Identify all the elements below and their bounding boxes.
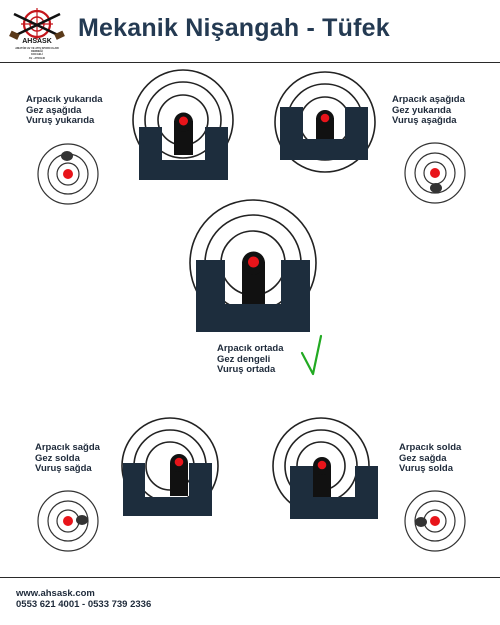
sight-top-right <box>274 71 376 173</box>
label-line: Vuruş sağda <box>35 463 92 474</box>
target-bottom-left <box>37 490 99 552</box>
label-line: Gez sağda <box>399 452 447 464</box>
label-line: Vuruş solda <box>399 463 454 474</box>
label-line: Arpacık sağda <box>35 442 100 453</box>
footer-website[interactable]: www.ahsask.com <box>16 588 95 599</box>
panel-top-left-labels: Arpacık yukarıda Gez aşağıda Vuruş yukar… <box>26 94 103 127</box>
sight-center <box>189 199 317 332</box>
label-line: Gez yukarıda <box>392 104 452 116</box>
label-line: Arpacık aşağıda <box>392 94 465 105</box>
page-title: Mekanik Nişangah - Tüfek <box>78 14 390 42</box>
label-line: Gez dengeli <box>217 353 271 365</box>
label-line: Gez aşağıda <box>26 104 82 116</box>
footer-phones: 0553 621 4001 - 0533 739 2336 <box>16 599 152 610</box>
panel-top-right-labels: Arpacık aşağıda Gez yukarıda Vuruş aşağı… <box>392 94 465 127</box>
panel-center-labels: Arpacık ortada Gez dengeli Vuruş ortada <box>217 343 284 376</box>
footer: www.ahsask.com 0553 621 4001 - 0533 739 … <box>16 588 151 610</box>
label-line: Arpacık yukarıda <box>26 94 103 105</box>
logo-name: AHSASK <box>22 38 52 45</box>
footer-divider <box>0 577 500 578</box>
sight-bottom-right <box>272 417 378 519</box>
label-line: Vuruş aşağıda <box>392 115 457 126</box>
panel-bottom-right-labels: Arpacık solda Gez sağda Vuruş solda <box>399 442 462 475</box>
logo-line: KOCAELİ <box>31 53 43 56</box>
logo-line: DERNEĞİ <box>31 50 43 53</box>
rifle-logo-icon <box>9 8 65 40</box>
label-line: Vuruş yukarıda <box>26 115 95 126</box>
target-top-right <box>404 142 466 204</box>
target-top-left <box>37 143 99 205</box>
target-bottom-right <box>404 490 466 552</box>
logo <box>8 6 66 62</box>
logo-line: AMATÖR AV VE ATIŞ SPORCULARI <box>15 47 59 50</box>
label-line: Vuruş ortada <box>217 364 276 375</box>
label-line: Arpacık solda <box>399 442 462 453</box>
sight-bottom-left <box>121 417 219 516</box>
logo-line: AV - ATICILIK <box>28 57 46 60</box>
label-line: Arpacık ortada <box>217 343 284 354</box>
label-line: Gez solda <box>35 452 80 464</box>
check-mark-icon <box>300 334 323 376</box>
sight-top-left <box>132 69 234 180</box>
header-divider <box>0 62 500 63</box>
panel-bottom-left-labels: Arpacık sağda Gez solda Vuruş sağda <box>35 442 100 475</box>
